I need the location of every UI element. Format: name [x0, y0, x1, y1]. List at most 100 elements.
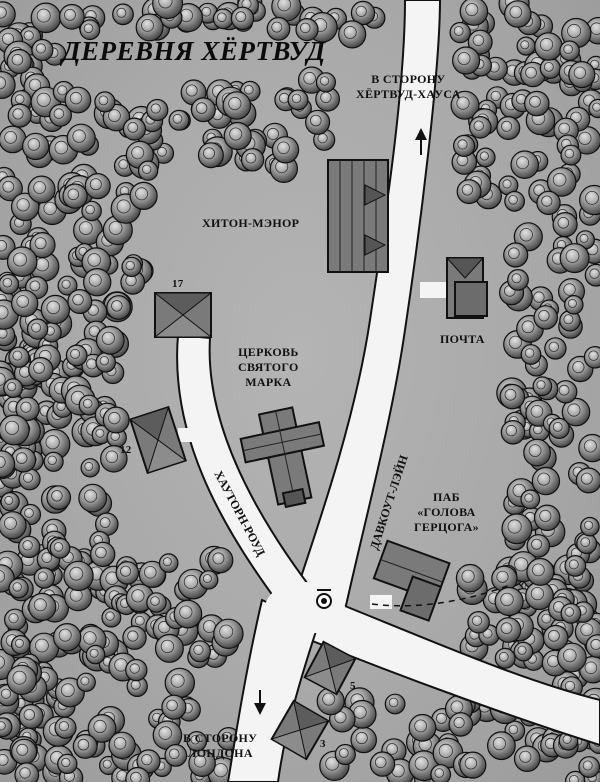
tree-crown [534, 32, 563, 61]
tree-crown-detail [95, 428, 105, 438]
tree-crown [66, 123, 96, 153]
tree-crown-detail [201, 6, 212, 17]
tree-crown-detail [158, 726, 173, 740]
church-label: ЦЕРКОВЬ СВЯТОГО МАРКА [238, 345, 299, 389]
tree-crown [11, 635, 31, 655]
manor-driveway [385, 230, 410, 248]
church-building [239, 406, 326, 509]
tree-crown [67, 289, 93, 315]
tree-crown-detail [168, 748, 180, 760]
tree-crown-detail [47, 455, 57, 466]
tree-crown-detail [512, 483, 526, 498]
tree-crown-detail [212, 552, 225, 565]
tree-crown-detail [479, 151, 489, 161]
tree-crown-detail [322, 692, 336, 706]
tree-crown-detail [77, 738, 90, 751]
tree-crown [146, 592, 167, 613]
tree-crown [28, 357, 54, 383]
tree-crown [188, 749, 216, 777]
tree-crown-detail [386, 743, 399, 755]
tree-crown-detail [509, 5, 523, 19]
tree-crown [588, 98, 600, 119]
tree-crown-detail [166, 699, 178, 712]
tree-crown [0, 511, 27, 540]
tree-crown-detail [89, 648, 99, 658]
tree-crown [496, 115, 521, 140]
tree-crown [531, 466, 561, 496]
tree-crown-detail [583, 439, 597, 453]
tree-crown-detail [16, 198, 30, 212]
tree-crown [122, 625, 147, 650]
tree-crown-detail [388, 697, 399, 708]
tree-crown-detail [552, 421, 563, 432]
tree-crown-detail [57, 85, 68, 96]
tree-crown-detail [99, 517, 111, 528]
tree-crown-detail [277, 0, 292, 12]
tree-crown [10, 192, 40, 222]
tree-crown-detail [131, 589, 145, 603]
tree-crown [146, 98, 169, 122]
tree-crown-detail [135, 187, 149, 201]
tree-crown [334, 743, 356, 766]
tree-crown-detail [578, 131, 592, 145]
tree-crown-detail [299, 22, 311, 34]
tree-crown [48, 103, 72, 127]
tree-crown-detail [130, 771, 142, 782]
tree-crown [0, 125, 27, 154]
tree-crown [467, 29, 493, 55]
tree-crown-detail [0, 655, 5, 669]
tree-crown-detail [22, 472, 34, 483]
tree-crown [3, 378, 24, 399]
tree-crown-detail [120, 565, 132, 577]
tree-crown-detail [70, 348, 81, 359]
tree-crown [6, 664, 37, 696]
tree-crown [94, 91, 116, 113]
tree-crown-detail [245, 152, 257, 164]
tree-crown-detail [490, 90, 501, 102]
tree-crown [513, 745, 541, 772]
tree-crown-detail [99, 356, 110, 366]
tree-crown [576, 533, 598, 555]
tree-crown-detail [2, 180, 15, 193]
tree-crown-detail [524, 348, 535, 358]
tree-crown-detail [414, 756, 429, 771]
tree-crown [350, 726, 377, 754]
tree-crown-detail [525, 66, 537, 79]
tree-crown-detail [334, 711, 347, 724]
tree-crown-detail [309, 114, 322, 127]
tree-crown [494, 586, 524, 617]
tree-crown-detail [457, 52, 471, 66]
tree-crown-detail [80, 676, 90, 686]
tree-crown-detail [567, 298, 577, 308]
tree-crown-detail [563, 44, 573, 54]
tree-crown-detail [461, 184, 474, 196]
tree-crown [129, 181, 158, 210]
tree-crown-detail [111, 300, 123, 312]
tree-crown-detail [195, 102, 208, 114]
tree-crown [197, 142, 224, 169]
tree-crown-detail [508, 247, 520, 260]
house-number-5: 5 [350, 680, 356, 692]
tree-crown-detail [15, 452, 28, 464]
tree-crown [500, 419, 526, 445]
tree-crown-detail [0, 305, 9, 320]
tree-crown-detail [435, 712, 447, 724]
tree-crown-detail [438, 743, 453, 759]
tree-crown [548, 417, 570, 439]
tree-crown-detail [235, 11, 247, 23]
tree-crown-detail [325, 756, 340, 771]
tree-crown-detail [36, 8, 51, 23]
tree-crown-detail [558, 384, 570, 396]
tree-crown [213, 618, 244, 650]
tree-crown-detail [98, 95, 109, 106]
tree-crown-detail [585, 190, 599, 205]
tree-crown-detail [514, 557, 529, 572]
tree-crown [78, 394, 100, 416]
tree-crown [230, 6, 255, 30]
tree-crown-detail [589, 268, 600, 279]
tree-crown-detail [543, 62, 554, 72]
tree-crown-detail [67, 188, 80, 201]
tree-crown [26, 318, 49, 340]
tree-crown [64, 86, 92, 114]
